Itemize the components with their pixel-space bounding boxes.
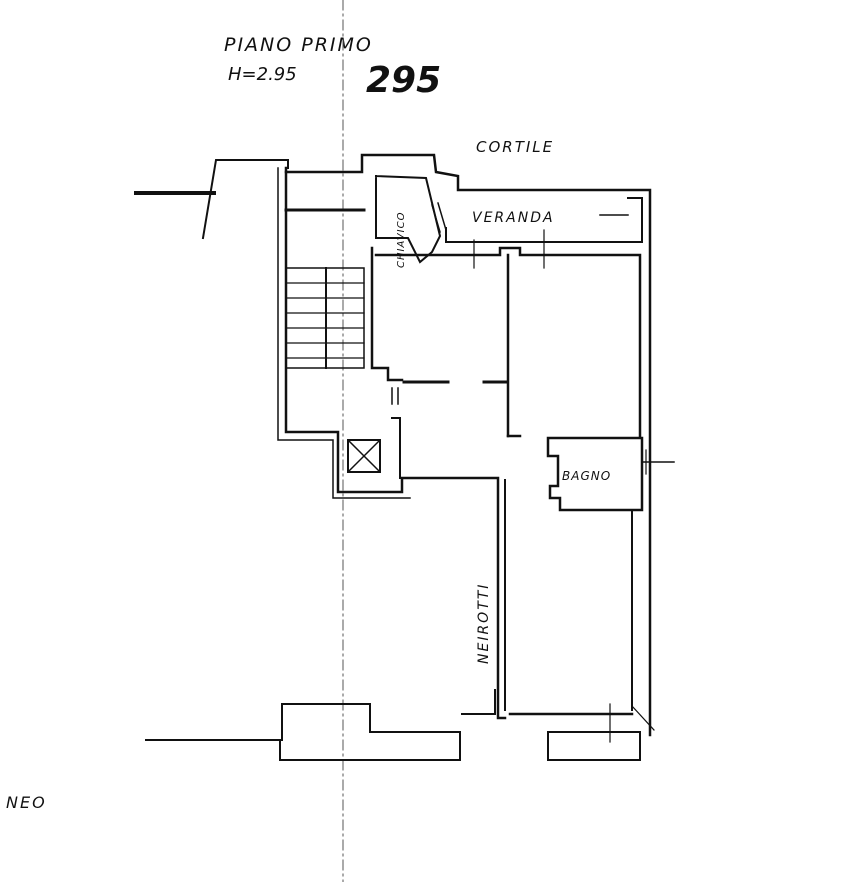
stair-wall — [284, 170, 507, 720]
balcony — [145, 703, 461, 761]
label-bathroom: BAGNO — [562, 469, 611, 483]
window-mark — [437, 202, 447, 231]
room-wall — [374, 246, 642, 438]
height-label: H=2.95 — [228, 64, 297, 85]
sheet-number: 295 — [366, 60, 442, 101]
stair-wall — [284, 153, 652, 737]
room-wall — [461, 689, 496, 715]
room-wall — [370, 246, 404, 382]
floor-title: PIANO PRIMO — [224, 34, 373, 56]
label-neighbor: NEIROTTI — [476, 583, 492, 664]
bathroom-wall — [546, 436, 644, 512]
elevator-cross — [346, 438, 382, 474]
veranda-wall — [445, 197, 643, 243]
wall-outline — [201, 159, 289, 240]
label-courtyard: CORTILE — [476, 138, 554, 156]
label-veranda: VERANDA — [472, 210, 555, 226]
closet-wall — [374, 174, 442, 264]
label-corner-note: NEO — [6, 793, 47, 812]
stair-wall — [277, 167, 411, 499]
corner-mark — [631, 705, 655, 731]
elevator-shaft — [347, 439, 381, 473]
balcony — [547, 731, 641, 761]
window-mark — [431, 204, 441, 233]
corridor-wall — [391, 417, 401, 479]
label-closet: CHIAVICO — [396, 212, 407, 268]
